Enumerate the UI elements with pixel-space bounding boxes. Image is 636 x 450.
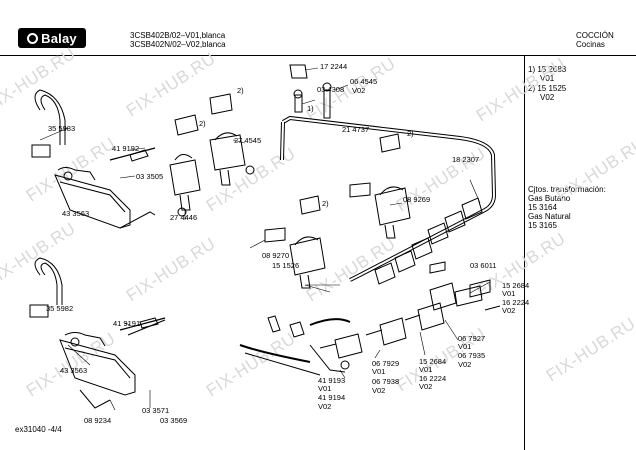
- burner-top-left: [31, 89, 156, 229]
- valve-right: [349, 182, 411, 239]
- part-label: 15 1526: [272, 261, 300, 270]
- part-label: V02: [352, 86, 366, 95]
- part-label: 06 4545: [350, 77, 378, 86]
- part-label: 08 9269: [403, 195, 431, 204]
- part-label: V02: [372, 386, 386, 395]
- model-line-2: 3CSB402N/02–V02,blanca: [130, 40, 226, 49]
- part-label: 35 5983: [48, 124, 76, 133]
- conversion-butane: Gas Butano: [528, 194, 571, 203]
- part-label: 27 4545: [234, 136, 262, 145]
- part-label: V01: [502, 289, 516, 298]
- brand-logo-icon: [27, 32, 39, 44]
- part-label: 15 2684: [502, 281, 530, 290]
- part-label: V02: [318, 402, 332, 411]
- conversion-natural-code: 15 3165: [528, 221, 557, 230]
- tap-lower-1: [319, 333, 363, 370]
- part-label: 43 3563: [62, 209, 90, 218]
- part-label: 2): [199, 119, 206, 128]
- part-label: 06 7929: [372, 359, 400, 368]
- part-label: 2): [407, 129, 414, 138]
- conversion-title: Cjtos. transformación:: [528, 185, 606, 194]
- part-label: 1): [307, 104, 314, 113]
- part-label: 27 4446: [170, 213, 198, 222]
- part-label: V01: [458, 342, 472, 351]
- model-line-1: 3CSB402B/02–V01,blanca: [130, 31, 226, 40]
- part-label: 21 4737: [342, 125, 370, 134]
- part-label: V02: [458, 360, 472, 369]
- part-label: 43 3563: [60, 366, 88, 375]
- leader-lines: [39, 67, 491, 411]
- burner-bottom-left: [29, 257, 166, 409]
- category-line-2: Cocinas: [576, 40, 605, 49]
- conversion-natural: Gas Natural: [528, 212, 571, 221]
- part-label: 03 3505: [136, 172, 164, 181]
- part-label: 15 2684: [419, 357, 447, 366]
- valve-top-left: [169, 154, 201, 217]
- brand-logo: Balay: [18, 28, 86, 48]
- note-2-variant: V02: [540, 93, 555, 102]
- part-label: V01: [419, 365, 433, 374]
- valve-top-middle: [209, 132, 255, 186]
- conversion-butane-code: 15 3164: [528, 203, 557, 212]
- part-label: 03 3571: [142, 406, 170, 415]
- part-label: 06 7935: [458, 351, 486, 360]
- part-label: 16 2224: [502, 298, 530, 307]
- side-panel: [524, 56, 636, 450]
- brand-logo-text: Balay: [41, 30, 77, 46]
- clamp-top: [174, 93, 401, 215]
- note-1-variant: V01: [540, 74, 555, 83]
- tap-lower-5: [454, 285, 501, 311]
- category-line-1: COCCIÓN: [576, 31, 614, 40]
- tap-lower-3: [404, 302, 445, 331]
- tap-lower-2: [365, 317, 407, 346]
- part-label: V01: [372, 367, 386, 376]
- valve-center: [264, 227, 326, 289]
- part-label: 08 9270: [262, 251, 290, 260]
- part-label: V01: [318, 384, 332, 393]
- main-gas-pipe: [282, 115, 497, 282]
- note-2: 2) 15 1525: [528, 84, 567, 93]
- part-label: V02: [502, 306, 516, 315]
- part-label: V02: [419, 382, 433, 391]
- part-label: 18 2307: [452, 155, 480, 164]
- part-label: 41 9192: [112, 144, 140, 153]
- part-label: 08 9234: [84, 416, 112, 425]
- part-label: 06 7927: [458, 334, 486, 343]
- part-label: 03 4308: [317, 85, 345, 94]
- note-1: 1) 15 2683: [528, 65, 567, 74]
- part-label: 2): [322, 199, 329, 208]
- part-label: 16 2224: [419, 374, 447, 383]
- part-label: 41 9191: [113, 319, 141, 328]
- pipe-clamps: [374, 197, 483, 285]
- part-label: 2): [237, 86, 244, 95]
- part-label: 41 9194: [318, 393, 346, 402]
- drawing-code: ex31040 -4/4: [15, 425, 62, 434]
- injector-parts: [289, 64, 332, 119]
- part-label: 03 3569: [160, 416, 188, 425]
- part-label: 35 5982: [46, 304, 74, 313]
- part-label: 17 2244: [320, 62, 348, 71]
- header-divider: [0, 55, 636, 56]
- part-label: 06 7938: [372, 377, 400, 386]
- part-label: 41 9193: [318, 376, 346, 385]
- part-label: 03 6011: [470, 261, 497, 270]
